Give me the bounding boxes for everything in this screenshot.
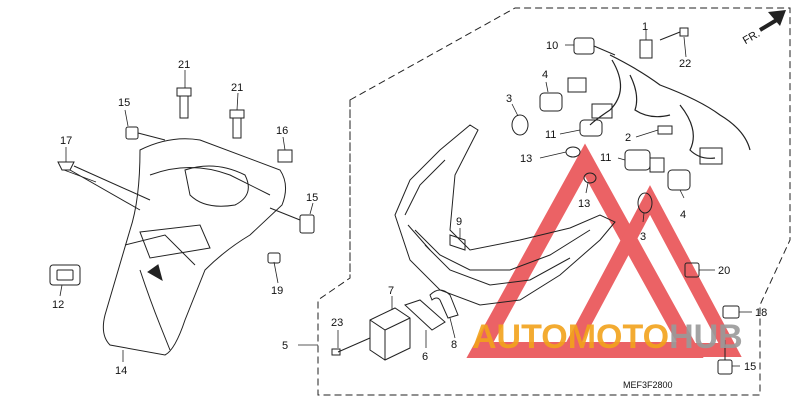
screw-22 bbox=[659, 27, 689, 41]
drawing-code: MEF3F2800 bbox=[623, 380, 673, 390]
bulb-13a bbox=[565, 146, 581, 158]
seal-6 bbox=[404, 299, 446, 331]
callout-20: 20 bbox=[718, 265, 730, 277]
bulb-13b bbox=[583, 172, 597, 184]
callout-15b: 15 bbox=[306, 192, 318, 204]
callout-3a: 3 bbox=[506, 93, 512, 105]
watermark-word-part2: HUB bbox=[669, 318, 743, 356]
front-arrow-icon bbox=[758, 10, 786, 32]
bulb-3b bbox=[637, 192, 653, 214]
assembly-boundary bbox=[317, 7, 791, 396]
callout-11b: 11 bbox=[600, 152, 611, 164]
bolt-21b bbox=[229, 109, 245, 139]
callout-17: 17 bbox=[60, 135, 72, 147]
bolt-15b bbox=[269, 207, 315, 234]
socket-11a bbox=[579, 103, 613, 137]
leader-lines bbox=[59, 30, 752, 367]
callout-23: 23 bbox=[331, 317, 343, 329]
callout-16: 16 bbox=[276, 125, 288, 137]
bolt-15a bbox=[125, 126, 166, 141]
socket-4b bbox=[667, 147, 723, 191]
rear-fender bbox=[102, 138, 286, 356]
callout-4b: 4 bbox=[680, 209, 686, 221]
callout-6: 6 bbox=[422, 351, 428, 363]
svg-text:AUTOMOTOHUB: AUTOMOTOHUB bbox=[472, 318, 743, 356]
callout-11a: 11 bbox=[545, 129, 556, 141]
callout-10: 10 bbox=[546, 40, 558, 52]
callout-18: 18 bbox=[755, 307, 767, 319]
callout-7: 7 bbox=[388, 285, 394, 297]
callout-labels: 1 2 3 3 4 4 5 6 7 8 9 10 11 11 12 13 13 … bbox=[52, 21, 767, 377]
clip-16 bbox=[277, 149, 293, 163]
callout-13b: 13 bbox=[578, 198, 590, 210]
callout-15c: 15 bbox=[744, 361, 756, 373]
callout-15a: 15 bbox=[118, 97, 130, 109]
callout-2: 2 bbox=[625, 132, 631, 144]
screw-23 bbox=[331, 337, 371, 356]
callout-8: 8 bbox=[451, 339, 457, 351]
watermark-logo bbox=[466, 143, 742, 358]
watermark-word-part1: AUTOMOTO bbox=[472, 318, 669, 356]
front-arrow-label: FR. bbox=[741, 28, 762, 47]
callout-14: 14 bbox=[115, 365, 127, 377]
wire-harness bbox=[589, 54, 751, 159]
callout-19: 19 bbox=[271, 285, 283, 297]
seal-8 bbox=[429, 289, 459, 319]
nut-19 bbox=[267, 252, 281, 264]
bulb-3a bbox=[511, 114, 529, 136]
license-light bbox=[49, 264, 81, 286]
callout-5: 5 bbox=[282, 340, 288, 352]
bracket-7 bbox=[369, 307, 411, 361]
collar-18 bbox=[722, 305, 740, 319]
clip-2 bbox=[657, 125, 673, 135]
callout-9: 9 bbox=[456, 216, 462, 228]
callout-1: 1 bbox=[642, 21, 648, 33]
callout-21b: 21 bbox=[231, 82, 243, 94]
bolt-15c bbox=[717, 340, 733, 375]
clip-1 bbox=[639, 39, 653, 59]
tail-light-housing bbox=[394, 124, 616, 306]
bolt-21a bbox=[176, 87, 192, 119]
callout-22: 22 bbox=[679, 58, 691, 70]
callout-4a: 4 bbox=[542, 69, 548, 81]
socket-4a bbox=[539, 77, 587, 112]
callout-12: 12 bbox=[52, 299, 64, 311]
watermark-text: AUTOMOTOHUB bbox=[472, 318, 743, 356]
callout-13a: 13 bbox=[520, 153, 532, 165]
socket-11b bbox=[624, 149, 665, 173]
socket-10 bbox=[573, 37, 616, 56]
callout-21a: 21 bbox=[178, 59, 190, 71]
callout-3b: 3 bbox=[640, 231, 646, 243]
